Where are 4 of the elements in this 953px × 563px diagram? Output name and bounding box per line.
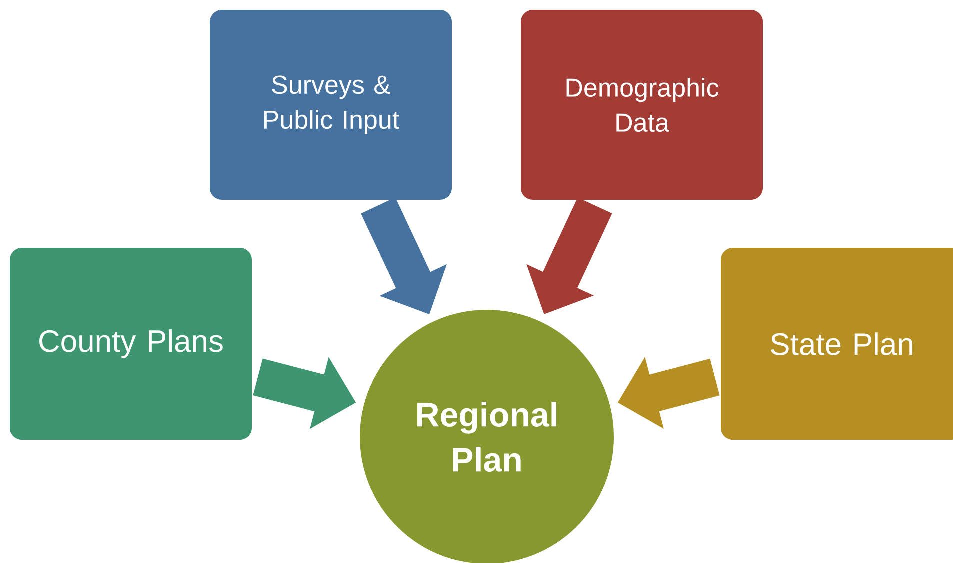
process-box: Surveys & Public Input: [210, 10, 452, 200]
process-box: Demographic Data: [521, 10, 763, 200]
process-box: County Plans: [10, 248, 252, 440]
process-box: State Plan: [721, 248, 953, 440]
